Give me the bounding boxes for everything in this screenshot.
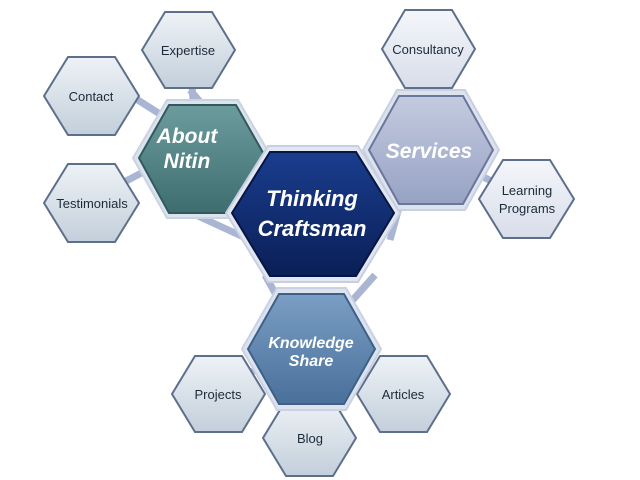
- hex-contact-label: Contact: [69, 89, 114, 104]
- hex-services[interactable]: Services: [361, 89, 501, 211]
- hex-testimonials[interactable]: Testimonials: [42, 163, 141, 243]
- hex-about-nitin[interactable]: About Nitin: [131, 99, 274, 219]
- hex-learning-label-line2: Programs: [499, 201, 556, 216]
- hex-knowledge-share[interactable]: Knowledge Share: [240, 287, 383, 411]
- hex-consultancy[interactable]: Consultancy: [380, 9, 477, 89]
- hex-contact[interactable]: Contact: [42, 56, 141, 136]
- hex-expertise-label: Expertise: [161, 43, 215, 58]
- hex-articles-label: Articles: [382, 387, 425, 402]
- hex-projects[interactable]: Projects: [170, 355, 267, 433]
- hex-about-label-line1: About: [156, 125, 219, 148]
- hex-knowledge-label-line2: Share: [289, 353, 334, 370]
- hex-projects-label: Projects: [195, 387, 242, 402]
- hex-knowledge-label-line1: Knowledge: [268, 335, 353, 352]
- hex-testimonials-label: Testimonials: [56, 196, 128, 211]
- hex-services-label: Services: [386, 140, 472, 163]
- hex-center-label-line2: Craftsman: [258, 216, 367, 241]
- hex-expertise[interactable]: Expertise: [140, 11, 237, 89]
- hex-learning-programs[interactable]: Learning Programs: [477, 159, 576, 239]
- hex-articles[interactable]: Articles: [355, 355, 452, 433]
- hex-learning-label-line1: Learning: [502, 183, 553, 198]
- hex-blog[interactable]: Blog: [261, 399, 358, 477]
- hex-thinking-craftsman[interactable]: Thinking Craftsman: [224, 145, 402, 283]
- hex-consultancy-label: Consultancy: [392, 42, 464, 57]
- hex-about-label-line2: Nitin: [164, 150, 211, 173]
- hex-blog-label: Blog: [297, 431, 323, 446]
- hex-center-label-line1: Thinking: [266, 186, 358, 211]
